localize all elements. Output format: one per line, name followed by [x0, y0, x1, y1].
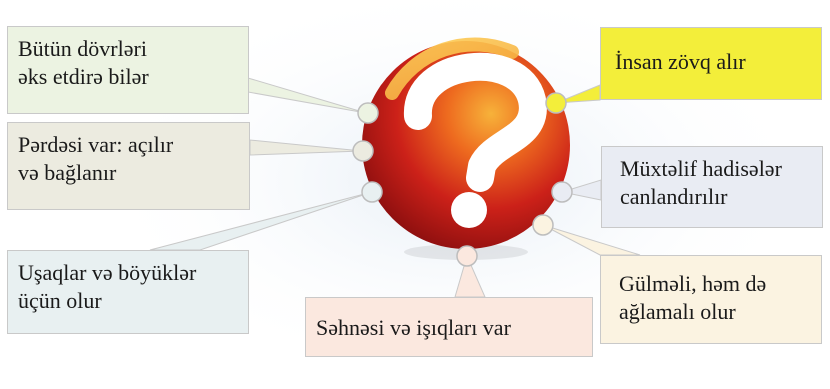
label-box-bottom-right: Gülməli, həm də ağlamalı olur — [600, 255, 822, 344]
label-box-bottom-left: Uşaqlar və böyüklər üçün olur — [7, 250, 249, 334]
connector-mid-left — [249, 139, 363, 156]
label-line: Pərdəsi var: açılır — [18, 132, 174, 157]
label-line: əks etdirə bilər — [18, 64, 149, 89]
label-line: Müxtəlif hadisələr — [620, 156, 782, 181]
connector-dot-bottom-left — [361, 181, 383, 203]
label-box-bottom-center: Səhnəsi və işıqları var — [305, 297, 593, 357]
label-line: Uşaqlar və böyüklər — [18, 260, 197, 285]
label-line: üçün olur — [18, 288, 102, 313]
connector-dot-bottom-center — [456, 245, 478, 267]
question-mark-sphere-icon — [362, 37, 570, 260]
connector-dot-top-left — [357, 102, 379, 124]
label-line: İnsan zövq alır — [615, 49, 746, 74]
label-line: Səhnəsi və işıqları var — [316, 315, 511, 340]
connector-dot-mid-left — [352, 140, 374, 162]
label-box-mid-right: Müxtəlif hadisələr canlandırılır — [601, 146, 823, 228]
connector-dot-bottom-right — [532, 214, 554, 236]
label-line: canlandırılır — [620, 184, 728, 209]
connector-dot-mid-right — [551, 181, 573, 203]
label-box-top-left: Bütün dövrləri əks etdirə bilər — [7, 26, 249, 114]
label-line: Gülməli, həm də — [619, 271, 767, 296]
label-line: ağlamalı olur — [619, 299, 736, 324]
label-box-top-right: İnsan zövq alır — [600, 27, 822, 100]
connector-dot-top-right — [545, 92, 567, 114]
label-box-mid-left: Pərdəsi var: açılır və bağlanır — [7, 122, 250, 210]
label-line: Bütün dövrləri — [18, 36, 147, 61]
label-line: və bağlanır — [18, 160, 117, 185]
